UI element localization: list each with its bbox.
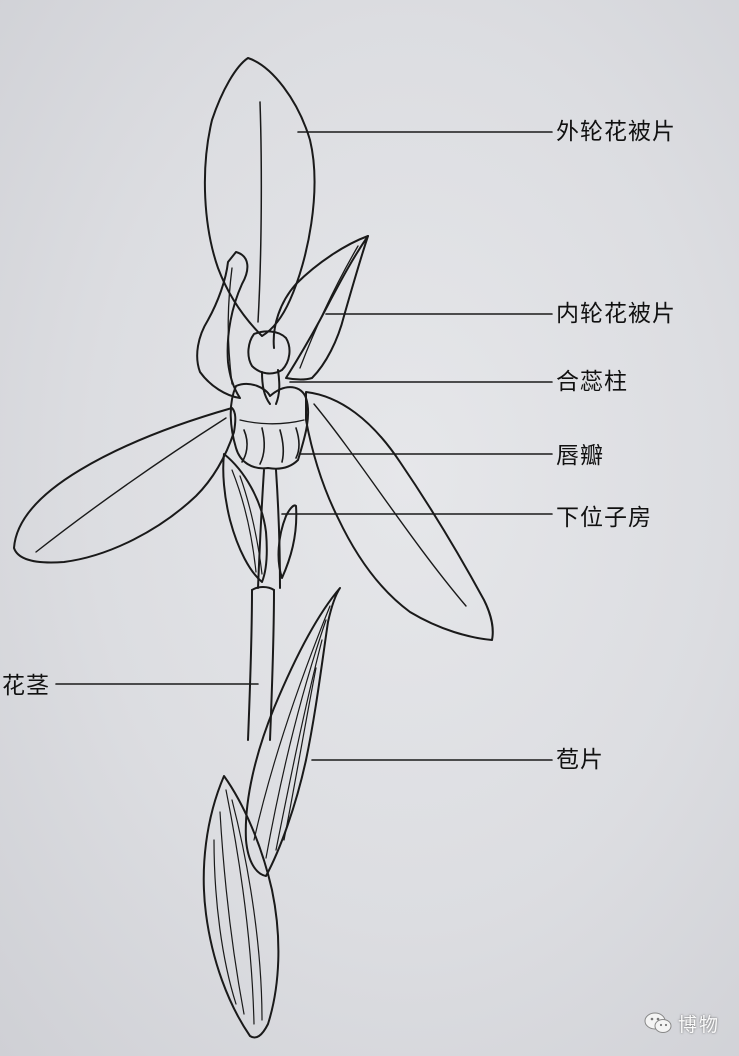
label-bract: 苞片 xyxy=(556,746,604,774)
column xyxy=(248,331,289,373)
label-ovary: 下位子房 xyxy=(556,504,652,532)
label-stem: 花茎 xyxy=(2,672,50,700)
dorsal-tepal-vein xyxy=(258,102,261,322)
label-column: 合蕊柱 xyxy=(556,368,628,396)
watermark-text: 博物 xyxy=(678,1010,720,1037)
wechat-icon xyxy=(644,1011,672,1035)
left-petal xyxy=(197,252,247,398)
label-inner-tepal: 内轮花被片 xyxy=(556,300,676,328)
floral-bract-right xyxy=(279,505,297,578)
watermark: 博物 xyxy=(644,1008,720,1038)
label-outer-tepal: 外轮花被片 xyxy=(556,118,676,146)
label-lip: 唇瓣 xyxy=(556,442,604,470)
